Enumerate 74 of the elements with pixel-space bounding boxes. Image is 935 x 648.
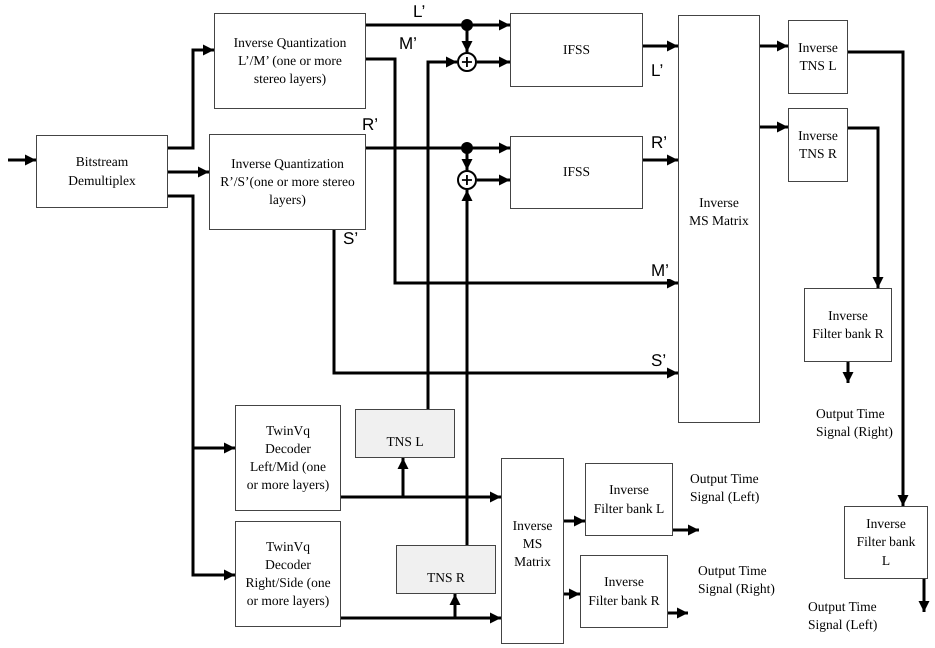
matrix-box [501, 458, 564, 644]
signal-label: S’ [650, 352, 668, 369]
box-label: MS Matrix [513, 534, 552, 572]
edge-label: L’ [412, 3, 426, 20]
plus-sign: + [460, 54, 474, 70]
box-label: TNS L [386, 432, 424, 451]
process-box [209, 134, 366, 230]
box-label: Inverse Filter bank L [856, 515, 916, 570]
process-box [788, 108, 848, 182]
edge-label: L’ [650, 62, 664, 79]
output-label: Output Time Signal (Left) [808, 598, 878, 634]
box-label: TwinVq Decoder Left/Mid (one or more layers) [246, 422, 330, 494]
process-box [355, 409, 455, 458]
box-label: TNS R [427, 568, 465, 587]
arrow [668, 608, 688, 618]
box-label: Inverse [512, 516, 552, 535]
process-box [788, 20, 848, 94]
arrow [168, 44, 214, 150]
edge-label: R’ [361, 116, 380, 133]
box-label: MS Matrix [689, 212, 749, 230]
arrow [477, 174, 510, 186]
process-box [580, 555, 668, 628]
output-label: Output Time Signal (Left) [690, 470, 760, 506]
box-label: Inverse Quantization L’/M’ (one or more stereo layers) [232, 34, 348, 88]
process-box [585, 463, 673, 536]
arrow [564, 588, 580, 600]
box-label: Inverse Quantization R’/S’(one or more stereo layers) [219, 154, 356, 210]
process-box [844, 506, 928, 579]
arrow [168, 166, 209, 178]
arrow [643, 40, 678, 52]
arrow [168, 194, 235, 580]
process-box [235, 521, 341, 627]
output-label: Output Time Signal (Right) [816, 405, 894, 442]
arrow [341, 458, 408, 498]
process-box [214, 13, 366, 109]
process-box [510, 136, 643, 209]
signal-label: M’ [650, 262, 670, 279]
process-box [396, 545, 496, 594]
edge-label: S’ [342, 230, 360, 247]
arrow [643, 154, 678, 166]
arrow [332, 230, 678, 378]
output-label: Output Time Signal (Right) [698, 562, 776, 598]
process-box [804, 288, 892, 362]
arrow [366, 58, 678, 288]
process-box [235, 405, 341, 511]
box-label: IFSS [562, 40, 590, 59]
box-label: Inverse TNS R [797, 126, 839, 163]
arrow [760, 122, 788, 132]
arrow [462, 190, 472, 545]
arrow [426, 56, 457, 409]
process-box [36, 135, 168, 208]
box-label: Bitstream Demultiplex [67, 153, 137, 190]
edge-label: M’ [398, 35, 418, 52]
arrow [564, 516, 585, 526]
arrow [673, 524, 699, 536]
plus-sign: + [460, 172, 474, 188]
box-label: Inverse Filter bank L [593, 481, 665, 518]
process-box [510, 13, 643, 87]
arrow [760, 40, 788, 52]
box-label: Inverse Filter bank R [588, 573, 660, 610]
box-label: Inverse Filter bank R [812, 306, 884, 343]
arrow [8, 154, 36, 166]
box-label: IFSS [562, 163, 590, 182]
box-label: Inverse TNS L [797, 38, 839, 75]
arrow [918, 579, 930, 612]
arrow [848, 50, 908, 506]
matrix-box [678, 15, 760, 423]
box-label: TwinVq Decoder Right/Side (one or more layers) [244, 538, 332, 610]
box-label: Inverse [699, 194, 739, 212]
arrow [842, 362, 854, 383]
arrow [341, 594, 460, 620]
arrow [848, 126, 884, 288]
edge-label: R’ [650, 134, 668, 151]
arrow [477, 56, 510, 68]
